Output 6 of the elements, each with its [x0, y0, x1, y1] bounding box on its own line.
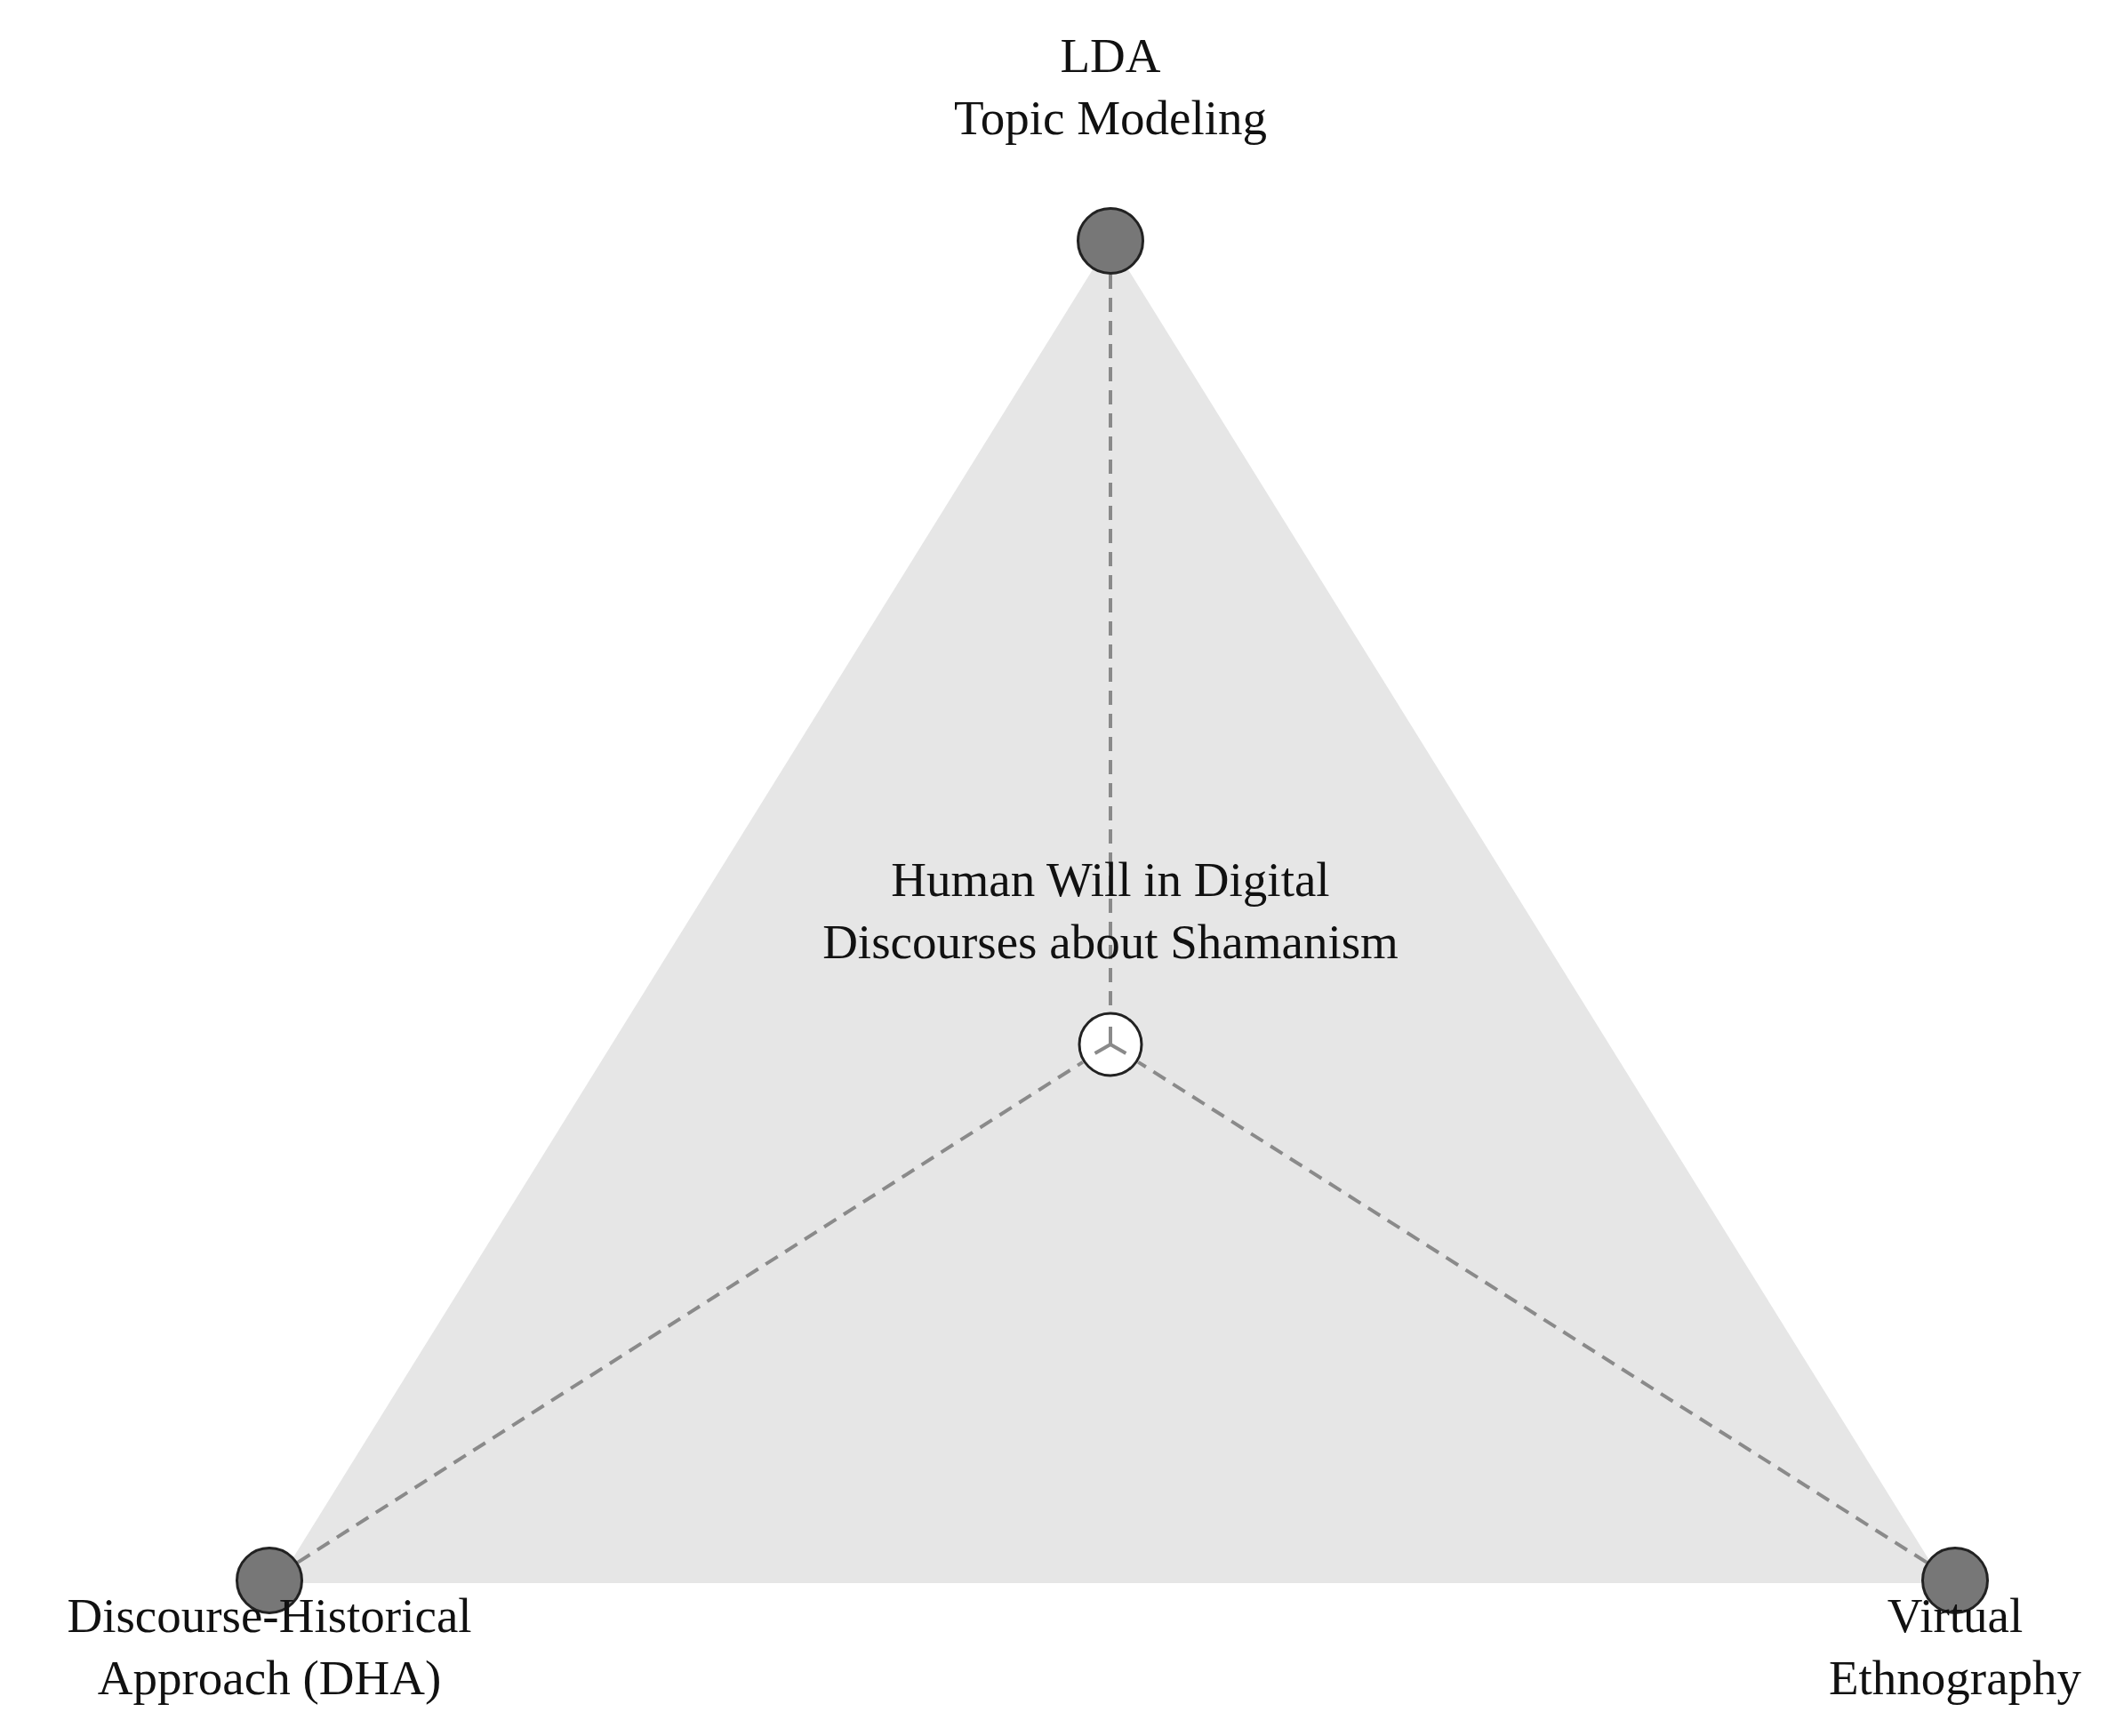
dashed-line	[1137, 1060, 1928, 1564]
node-label: Human Will in Digital Discourses about Shamanism	[822, 852, 1399, 971]
node-label: Virtual Ethnography	[1827, 1588, 2083, 1707]
dashed-line	[296, 1060, 1084, 1564]
node-label: Discourse-Historical Approach (DHA)	[66, 1588, 473, 1707]
node-label: LDA Topic Modeling	[952, 28, 1269, 147]
